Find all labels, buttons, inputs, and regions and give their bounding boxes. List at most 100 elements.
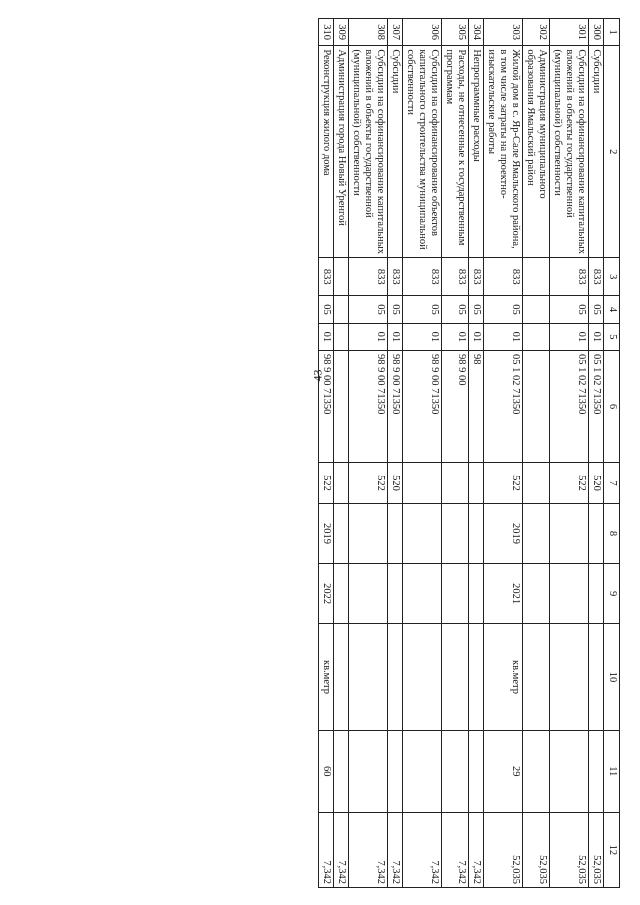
unit-cell <box>522 623 550 731</box>
row-name-cell: Администрация муниципального образования… <box>522 45 550 258</box>
grbs-code-cell: 833 <box>441 257 469 296</box>
sum-cell: 7,342 <box>402 812 442 888</box>
grbs-code-cell <box>522 257 550 296</box>
subsection-code-cell <box>333 323 349 351</box>
year-end-cell <box>333 563 349 624</box>
target-article-cell: 98 9 00 71350 <box>318 350 334 463</box>
section-code-cell: 05 <box>483 295 523 324</box>
row-number-cell: 308 <box>348 18 388 46</box>
row-name-cell: Субсидии на софинансирование капитальных… <box>348 45 388 258</box>
year-end-cell <box>522 563 550 624</box>
sum-cell: 7,342 <box>348 812 388 888</box>
header-cell: 6 <box>603 350 620 463</box>
target-article-cell: 98 9 00 71350 <box>402 350 442 463</box>
expense-type-cell: 522 <box>318 462 334 504</box>
grbs-code-cell: 833 <box>588 257 604 296</box>
grbs-code-cell: 833 <box>402 257 442 296</box>
expense-type-cell: 522 <box>549 462 589 504</box>
row-number-cell: 305 <box>441 18 469 46</box>
capacity-cell <box>402 730 442 813</box>
row-number-cell: 309 <box>333 18 349 46</box>
target-article-cell: 98 9 00 <box>441 350 469 463</box>
expense-type-cell <box>468 462 484 504</box>
sum-cell: 7,342 <box>441 812 469 888</box>
sum-cell: 52,035 <box>483 812 523 888</box>
year-end-cell: 2022 <box>318 563 334 624</box>
row-number-cell: 303 <box>483 18 523 46</box>
unit-cell <box>387 623 403 731</box>
target-article-cell: 98 <box>468 350 484 463</box>
subsection-code-cell: 01 <box>387 323 403 351</box>
capacity-cell <box>333 730 349 813</box>
expense-type-cell: 522 <box>483 462 523 504</box>
year-start-cell <box>549 503 589 564</box>
subsection-code-cell: 01 <box>483 323 523 351</box>
row-number-cell: 306 <box>402 18 442 46</box>
header-cell: 2 <box>603 45 620 258</box>
header-cell: 7 <box>603 462 620 504</box>
year-start-cell <box>588 503 604 564</box>
year-end-cell <box>549 563 589 624</box>
grbs-code-cell <box>333 257 349 296</box>
expense-type-cell <box>522 462 550 504</box>
subsection-code-cell: 01 <box>468 323 484 351</box>
section-code-cell: 05 <box>348 295 388 324</box>
subsection-code-cell: 01 <box>549 323 589 351</box>
header-cell: 12 <box>603 812 620 888</box>
grbs-code-cell: 833 <box>468 257 484 296</box>
capacity-cell <box>549 730 589 813</box>
grbs-code-cell: 833 <box>549 257 589 296</box>
row-name-cell: Непрограммные расходы <box>468 45 484 258</box>
section-code-cell: 05 <box>318 295 334 324</box>
sum-cell: 7,342 <box>333 812 349 888</box>
row-name-cell: Субсидии <box>588 45 604 258</box>
row-name-cell: Субсидии на софинансирование объектов ка… <box>402 45 442 258</box>
unit-cell <box>549 623 589 731</box>
unit-cell <box>441 623 469 731</box>
row-number-cell: 300 <box>588 18 604 46</box>
sum-cell: 7,342 <box>318 812 334 888</box>
expense-type-cell: 520 <box>588 462 604 504</box>
year-start-cell <box>333 503 349 564</box>
expense-type-cell <box>333 462 349 504</box>
target-article-cell: 98 9 00 71350 <box>348 350 388 463</box>
subsection-code-cell: 01 <box>441 323 469 351</box>
grbs-code-cell: 833 <box>348 257 388 296</box>
capacity-cell <box>588 730 604 813</box>
year-start-cell <box>348 503 388 564</box>
sum-cell: 52,035 <box>588 812 604 888</box>
year-end-cell: 2021 <box>483 563 523 624</box>
year-start-cell <box>402 503 442 564</box>
row-number-cell: 310 <box>318 18 334 46</box>
year-start-cell <box>522 503 550 564</box>
year-end-cell <box>348 563 388 624</box>
year-start-cell <box>441 503 469 564</box>
capacity-cell <box>387 730 403 813</box>
section-code-cell <box>333 295 349 324</box>
unit-cell: кв.метр <box>483 623 523 731</box>
expense-type-cell: 522 <box>348 462 388 504</box>
subsection-code-cell <box>522 323 550 351</box>
subsection-code-cell: 01 <box>588 323 604 351</box>
year-end-cell <box>468 563 484 624</box>
expense-type-cell <box>402 462 442 504</box>
capacity-cell <box>441 730 469 813</box>
year-end-cell <box>441 563 469 624</box>
row-name-cell: Администрация города Новый Уренгой <box>333 45 349 258</box>
section-code-cell: 05 <box>588 295 604 324</box>
unit-cell <box>348 623 388 731</box>
sum-cell: 7,342 <box>387 812 403 888</box>
unit-cell <box>333 623 349 731</box>
row-number-cell: 307 <box>387 18 403 46</box>
year-start-cell: 2019 <box>318 503 334 564</box>
unit-cell: кв.метр <box>318 623 334 731</box>
section-code-cell: 05 <box>402 295 442 324</box>
year-end-cell <box>387 563 403 624</box>
